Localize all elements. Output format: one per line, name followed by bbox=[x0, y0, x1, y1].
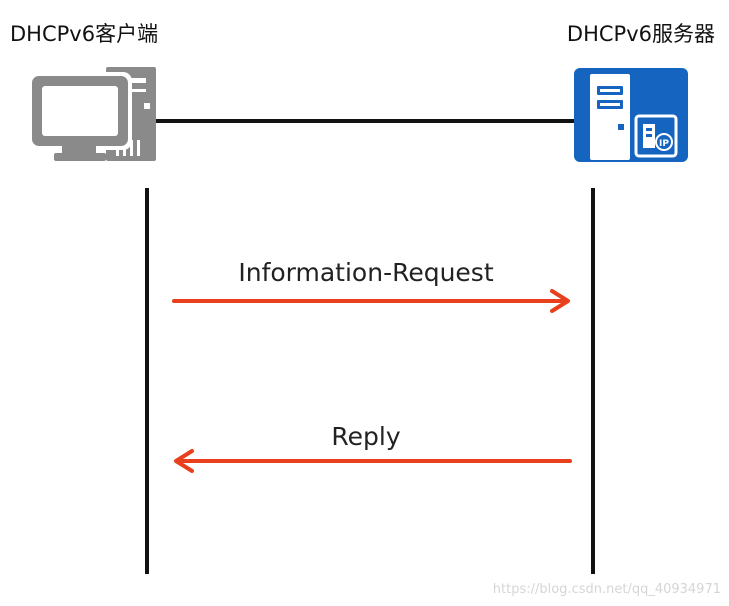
reply-label: Reply bbox=[331, 422, 401, 451]
reply-arrow bbox=[174, 449, 572, 473]
watermark: https://blog.csdn.net/qq_40934971 bbox=[492, 582, 721, 597]
ip-badge-text: IP bbox=[659, 139, 669, 149]
ip-server-icon: IP bbox=[574, 68, 688, 162]
information-request-label: Information-Request bbox=[238, 258, 494, 287]
desktop-computer-icon bbox=[28, 67, 156, 161]
server-title: DHCPv6服务器 bbox=[566, 22, 715, 46]
client-title: DHCPv6客户端 bbox=[10, 22, 159, 46]
information-request-arrow bbox=[172, 289, 570, 313]
